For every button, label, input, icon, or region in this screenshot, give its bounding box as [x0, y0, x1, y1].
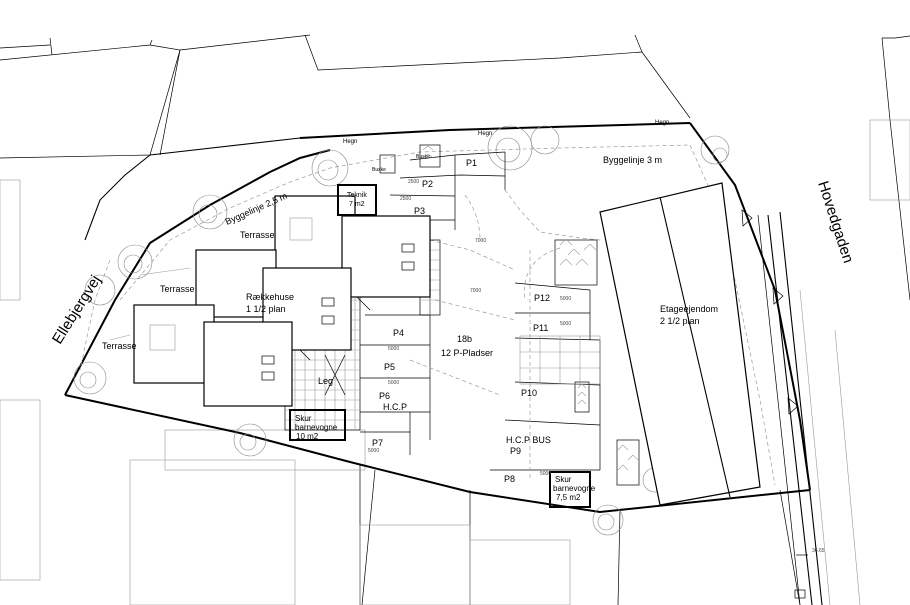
parking-label-p11: P11 — [533, 323, 548, 333]
parking-total: 12 P-Pladser — [441, 348, 493, 358]
parking-label-p1: P1 — [466, 158, 477, 168]
parking-label-p4: P4 — [393, 328, 404, 338]
dimension-label: 5000 — [388, 380, 399, 386]
parking-label-p9: P9 — [510, 446, 521, 456]
terrace-label-2: Terrasse — [160, 284, 195, 294]
parking-label-hcp: H.C.P — [383, 402, 407, 412]
dimension-label: 5000 — [560, 296, 571, 302]
apartment-floors: 2 1/2 plan — [660, 316, 700, 326]
small-structures — [289, 184, 591, 508]
parking-label-p2: P2 — [422, 179, 433, 189]
dimension-label: 5000 — [388, 346, 399, 352]
apartment-building — [599, 182, 761, 506]
shed-2-area: 7,5 m2 — [556, 493, 581, 502]
shed-1-area: 10 m2 — [296, 432, 319, 441]
row-houses-label: Rækkehuse — [246, 292, 294, 302]
shed-1-use: barnevogne — [295, 423, 338, 432]
parking-label-p6: P6 — [379, 391, 390, 401]
build-line-label-3: Byggelinje 3 m — [603, 155, 662, 165]
fence-label-2: Hegn — [478, 131, 492, 137]
technical-room-area: 7 m2 — [349, 201, 365, 208]
terrace-label-1: Terrasse — [240, 230, 275, 240]
fence-label-1: Hegn — [343, 139, 357, 145]
area-table — [519, 335, 601, 385]
bushes-label-2: Buske — [372, 167, 386, 173]
row-houses-floors: 1 1/2 plan — [246, 304, 286, 314]
technical-room-label: Teknik — [347, 192, 367, 199]
dimension-label: 5000 — [540, 471, 551, 477]
parking-label-p12: P12 — [534, 293, 550, 303]
parking-label-p5: P5 — [384, 362, 395, 372]
parking-label-p7: P7 — [372, 438, 383, 448]
dimension-label: 2500 — [408, 179, 419, 185]
apartment-label: Etageejendom — [660, 304, 718, 314]
shed-1-label: Skur — [295, 414, 312, 423]
street-label-hovedgaden: Hovedgaden — [814, 179, 856, 265]
parking-layout — [360, 151, 601, 480]
dimension-label: 5000 — [560, 321, 571, 327]
parking-label-p10: P10 — [521, 388, 537, 398]
play-area-label: Leg — [318, 376, 333, 386]
road-hovedgaden — [741, 209, 823, 605]
parking-label-p8: P8 — [504, 474, 515, 484]
row-houses — [109, 195, 431, 407]
bicycle-stands — [379, 144, 640, 486]
parking-label-hcp-bus: H.C.P BUS — [506, 435, 551, 445]
dimension-label: 7000 — [470, 288, 481, 294]
shed-2-label: Skur — [555, 475, 572, 484]
elevation-label: 36.65 — [812, 548, 825, 554]
dimension-label: 5000 — [368, 448, 379, 454]
fence-label-3: Hegn — [655, 120, 669, 126]
lot-number: 18b — [457, 334, 472, 344]
dimension-label: 7000 — [475, 238, 486, 244]
parking-label-p3: P3 — [414, 206, 425, 216]
tree-symbols — [73, 125, 730, 536]
neighbour-buildings — [0, 119, 910, 605]
dimension-label: 2500 — [400, 196, 411, 202]
shed-2-use: barnevogne — [553, 484, 596, 493]
build-lines — [79, 144, 776, 486]
terrace-label-3: Terrasse — [102, 341, 137, 351]
bushes-label-1: Buske — [416, 154, 430, 160]
